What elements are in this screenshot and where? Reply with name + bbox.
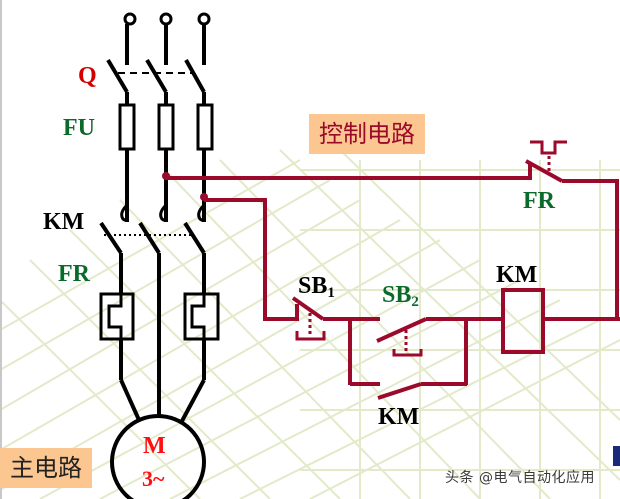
label-fr-main: FR — [58, 261, 90, 287]
switch-q — [106, 58, 206, 104]
main-circuit-tag: 主电路 — [0, 448, 92, 488]
label-sb2: SB2 — [382, 283, 419, 310]
supply-terminals — [123, 12, 211, 65]
label-sb1-index: 1 — [327, 285, 335, 301]
fuses-fu — [118, 103, 214, 205]
label-sb1: SB1 — [298, 274, 335, 301]
label-q: Q — [78, 63, 97, 89]
motor-label: M — [143, 433, 166, 459]
label-sb1-text: SB — [298, 273, 328, 299]
label-km-main: KM — [43, 209, 85, 235]
main-circuit — [99, 12, 220, 499]
km-coil — [501, 288, 545, 354]
contactor-km-main — [99, 203, 206, 417]
control-circuit — [162, 140, 620, 400]
label-km-aux: KM — [378, 404, 420, 430]
motor-phase-label: 3~ — [142, 466, 165, 491]
control-circuit-tag: 控制电路 — [309, 114, 425, 154]
label-fu: FU — [63, 115, 95, 141]
label-fr-contact: FR — [523, 188, 555, 214]
fr-nc-contact — [525, 140, 619, 320]
motor-circle — [110, 414, 206, 499]
label-km-coil: KM — [496, 262, 538, 288]
thermal-relay-fr — [99, 292, 220, 422]
label-sb2-text: SB — [382, 282, 412, 308]
km-aux-contact — [350, 382, 467, 400]
clipped-glyph — [613, 446, 620, 466]
sb2-start-button — [348, 317, 503, 385]
label-sb2-index: 2 — [411, 294, 419, 310]
watermark: 头条 @电气自动化应用 — [445, 470, 595, 486]
